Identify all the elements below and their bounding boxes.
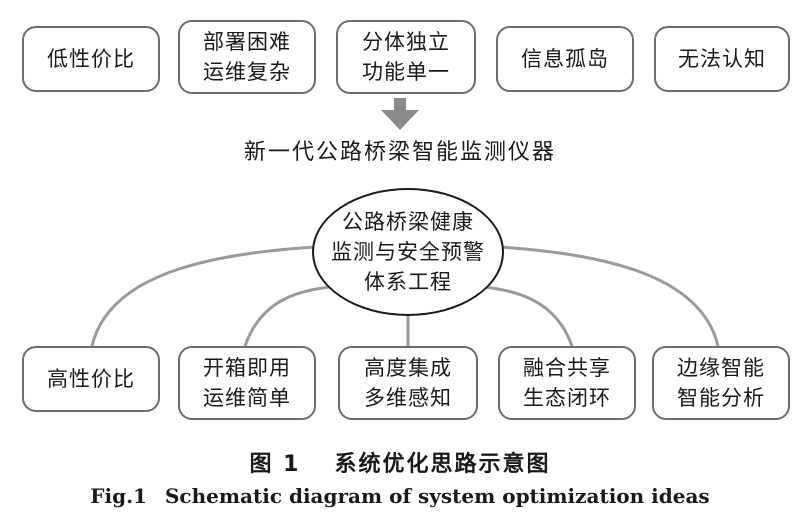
feature-box-edge-intelligence: 边缘智能 智能分析 bbox=[652, 346, 790, 420]
feature-label: 智能分析 bbox=[677, 386, 765, 410]
connector-5 bbox=[483, 244, 720, 347]
figure-caption-chinese: 图 1 系统优化思路示意图 bbox=[0, 446, 800, 478]
feature-label: 开箱即用 bbox=[203, 356, 291, 380]
down-arrow-icon bbox=[381, 98, 419, 130]
hub-label: 体系工程 bbox=[364, 270, 452, 294]
problem-label: 低性价比 bbox=[47, 47, 135, 71]
feature-box-ecosystem: 融合共享 生态闭环 bbox=[498, 346, 636, 420]
hub-label: 公路桥梁健康 bbox=[342, 210, 474, 234]
feature-box-integration: 高度集成 多维感知 bbox=[338, 346, 478, 420]
hub-label: 监测与安全预警 bbox=[331, 240, 485, 264]
feature-label: 多维感知 bbox=[364, 386, 452, 410]
connector-1 bbox=[90, 244, 333, 347]
problem-box-standalone: 分体独立 功能单一 bbox=[336, 20, 476, 94]
problem-box-info-island: 信息孤岛 bbox=[496, 26, 634, 92]
figure-number-cn: 图 1 bbox=[249, 452, 301, 477]
hub-ellipse: 公路桥梁健康 监测与安全预警 体系工程 bbox=[312, 188, 504, 316]
problem-label: 信息孤岛 bbox=[521, 47, 609, 71]
next-gen-instrument-label: 新一代公路桥梁智能监测仪器 bbox=[243, 140, 556, 165]
problem-box-no-cognition: 无法认知 bbox=[654, 26, 790, 92]
problem-box-low-cost-performance: 低性价比 bbox=[22, 26, 160, 92]
feature-box-high-cost-performance: 高性价比 bbox=[22, 346, 160, 412]
feature-label: 边缘智能 bbox=[677, 356, 765, 380]
figure-title-cn: 系统优化思路示意图 bbox=[334, 452, 551, 477]
problem-label: 部署困难 bbox=[203, 30, 291, 54]
feature-label: 运维简单 bbox=[203, 386, 291, 410]
problem-label: 运维复杂 bbox=[203, 60, 291, 84]
figure-number-en: Fig.1 bbox=[90, 484, 147, 508]
problem-box-deployment: 部署困难 运维复杂 bbox=[178, 20, 316, 94]
problem-label: 分体独立 bbox=[362, 30, 450, 54]
feature-label: 生态闭环 bbox=[523, 386, 611, 410]
problem-label: 无法认知 bbox=[678, 47, 766, 71]
figure-title-en: Schematic diagram of system optimization… bbox=[164, 484, 710, 508]
problem-label: 功能单一 bbox=[362, 60, 450, 84]
feature-label: 融合共享 bbox=[523, 356, 611, 380]
feature-label: 高性价比 bbox=[47, 367, 135, 391]
feature-box-plug-and-play: 开箱即用 运维简单 bbox=[178, 346, 316, 420]
connector-2 bbox=[243, 284, 339, 347]
figure-caption-english: Fig.1 Schematic diagram of system optimiz… bbox=[0, 484, 800, 508]
feature-label: 高度集成 bbox=[364, 356, 452, 380]
connector-4 bbox=[475, 284, 574, 347]
